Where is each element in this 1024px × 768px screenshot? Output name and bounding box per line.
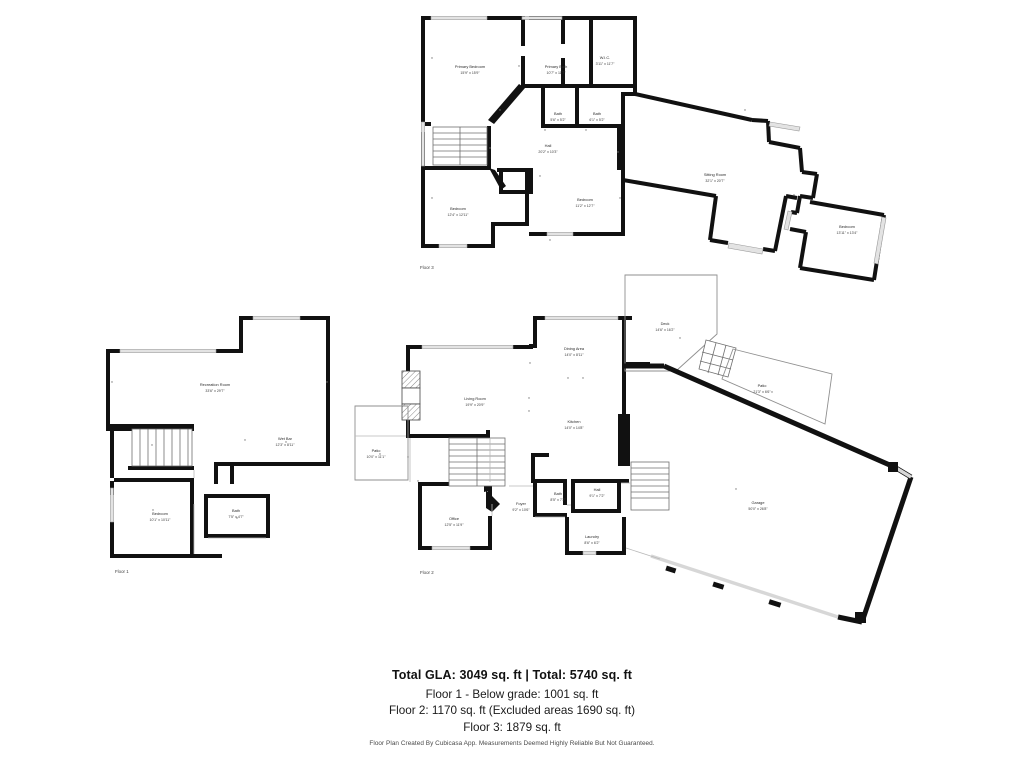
floor-2-staircase: [448, 437, 506, 487]
room-label: Laundry: [585, 534, 599, 539]
floor-2-group: Dining Area 14'0" x 8'11" Living Room 19…: [354, 274, 914, 625]
room-label: Dining Area: [564, 346, 585, 351]
room-dim: 3'11" x 11'7": [596, 62, 615, 66]
floor-2-windows: [421, 316, 619, 555]
floor-1-openings: [193, 470, 266, 554]
room-dim: 10'1" x 10'11": [150, 518, 172, 522]
room-dim: 12'4" x 12'11": [448, 213, 470, 217]
room-dim: 14'6" x 16'2": [655, 328, 675, 332]
room-label: Patio: [758, 383, 767, 388]
floor-1-room-labels: Recreation Room 33'6" x 29'7" Wet Bar 12…: [150, 382, 296, 522]
room-dim: 6'1" x 5'2": [589, 118, 605, 122]
room-label: Primary Bath: [545, 64, 568, 69]
floor-3-group: Primary Bedroom 15'9" x 15'9" Primary Ba…: [420, 16, 887, 282]
floor-2-garage-stairs: [630, 461, 670, 511]
room-dim: 15'9" x 15'9": [460, 71, 480, 75]
room-label: Bath: [554, 111, 562, 116]
garage-threshold: [625, 547, 661, 560]
room-dim: 14'0" x 8'11": [565, 353, 585, 357]
floor-1-group: Recreation Room 33'6" x 29'7" Wet Bar 12…: [106, 316, 330, 574]
floor-2-openings: [355, 435, 631, 518]
room-label: Bath: [554, 491, 562, 496]
patio-right-outline: [721, 348, 833, 425]
floor-1-walls: [106, 316, 330, 558]
room-dim: 11'2" x 12'7": [576, 204, 596, 208]
room-dim: 14'0" x 14'8": [564, 426, 584, 430]
floor-1-staircase: [131, 428, 193, 467]
room-label: Bath: [232, 508, 240, 513]
room-label: Bath: [593, 111, 601, 116]
room-dim: 8'5" x 7'2": [550, 498, 566, 502]
floor-1-markers: [111, 381, 328, 519]
room-label: Bedroom: [839, 224, 855, 229]
floor1-area-line: Floor 1 - Below grade: 1001 sq. ft: [425, 687, 599, 701]
room-label: Office: [449, 516, 459, 521]
room-dim: 21'3" x 6'6": [753, 390, 771, 394]
area-summary: Total GLA: 3049 sq. ft | Total: 5740 sq.…: [0, 668, 1024, 736]
room-label: Kitchen: [568, 419, 581, 424]
floor-3-wing-windows: [727, 121, 887, 265]
room-dim: 7'5" x 4'7": [228, 515, 244, 519]
floor-2-garage-light-walls: [650, 466, 912, 619]
room-label: Hall: [594, 487, 601, 492]
room-label: Garage: [752, 500, 765, 505]
room-label: Foyer: [516, 501, 527, 506]
floor-2-room-labels: Dining Area 14'0" x 8'11" Living Room 19…: [367, 321, 772, 545]
floor-tag-3: Floor 3: [420, 265, 434, 270]
room-dim: 12'5" x 11'9": [445, 523, 465, 527]
room-dim: 10'0" x 11'1": [367, 455, 387, 459]
floor-3-walls: [421, 16, 637, 248]
floor-tag-1: Floor 1: [115, 569, 129, 574]
floor-3-room-labels: Primary Bedroom 15'9" x 15'9" Primary Ba…: [448, 55, 859, 235]
garage-door-marks: [665, 462, 898, 623]
room-dim: 12'3" x 8'11": [276, 443, 296, 447]
room-dim: 19'9" x 20'9": [465, 403, 485, 407]
floor3-area-line: Floor 3: 1879 sq. ft: [463, 720, 561, 734]
deck-steps: [698, 339, 737, 378]
room-label: Bedroom: [450, 206, 466, 211]
room-dim: 10'7" x 11'7": [547, 71, 567, 75]
floor-2-walls: [406, 316, 650, 555]
room-dim: 8'6" x 6'2": [584, 541, 600, 545]
patio-left-outline: [354, 405, 409, 481]
floor-1-windows: [110, 316, 301, 523]
room-label: Sitting Room: [704, 172, 726, 177]
room-label: Deck: [661, 321, 670, 326]
floor-3-staircase: [432, 126, 488, 166]
room-label: Bedroom: [577, 197, 593, 202]
room-dim: 9'1" x 7'2": [589, 494, 605, 498]
room-dim: 32'1" x 20'7": [705, 179, 725, 183]
room-label: Wet Bar: [278, 436, 293, 441]
fireplace-hatch: [401, 370, 421, 421]
room-dim: 20'2" x 10'3": [538, 150, 558, 154]
room-dim: 33'6" x 29'7": [205, 389, 225, 393]
floor-3-markers: [431, 57, 795, 241]
room-label: Living Room: [464, 396, 486, 401]
floor-3-windows: [421, 16, 574, 248]
room-dim: 9'2" x 10'6": [512, 508, 530, 512]
floor2-area-line: Floor 2: 1170 sq. ft (Excluded areas 169…: [388, 704, 635, 718]
room-dim: 5'6" x 5'2": [550, 118, 566, 122]
room-label: Hall: [545, 143, 552, 148]
room-label: Primary Bedroom: [455, 64, 485, 69]
room-dim: 50'0" x 26'8": [748, 507, 768, 511]
room-label: W.I.C.: [600, 55, 611, 60]
total-gla-line: Total GLA: 3049 sq. ft | Total: 5740 sq.…: [391, 668, 632, 682]
floor-2-markers: [379, 337, 773, 490]
room-label: Bedroom: [152, 511, 168, 516]
disclaimer-text: Floor Plan Created By Cubicasa App. Meas…: [369, 740, 655, 747]
deck-outline: [624, 274, 718, 372]
room-label: Recreation Room: [200, 382, 230, 387]
room-label: Patio: [372, 448, 381, 453]
floor-tag-2: Floor 2: [420, 570, 434, 575]
room-dim: 13'11" x 13'4": [837, 231, 859, 235]
